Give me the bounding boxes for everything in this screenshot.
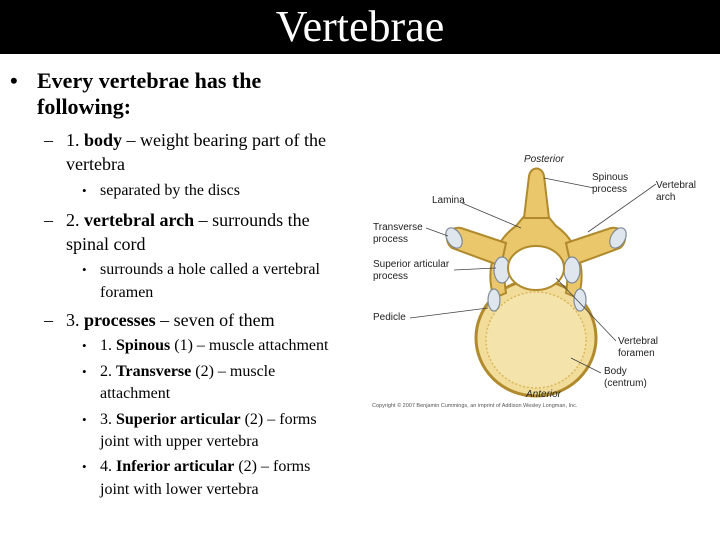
term-spinous: Spinous — [116, 337, 171, 354]
body-sub-text: separated by the discs — [100, 182, 240, 199]
label-foramen-2: foramen — [618, 348, 655, 359]
dash-marker: – — [44, 130, 53, 150]
body-item: 1. body – weight bearing part of the — [66, 128, 326, 152]
process-desc: – muscle — [213, 363, 276, 380]
arch-desc: – surrounds the — [194, 210, 310, 230]
label-transverse-2: process — [373, 234, 408, 245]
pointer-foramen — [555, 277, 617, 342]
dash-marker: – — [44, 210, 53, 230]
label-lamina: Lamina — [432, 195, 465, 206]
process-desc: – muscle attachment — [192, 337, 329, 354]
intro-line-1: Every vertebrae has the — [37, 68, 262, 93]
spinous-process-shape — [522, 167, 551, 219]
slide-title: Vertebrae — [275, 2, 445, 51]
pointer-body — [570, 357, 602, 374]
term-body: body — [84, 130, 123, 150]
pointer-superior — [453, 267, 497, 271]
process-desc-line-2: joint with lower vertebra — [100, 481, 259, 498]
arch-sub-line-1: surrounds a hole called a vertebral — [100, 261, 320, 278]
pointer-transverse — [425, 227, 449, 237]
pointer-arch — [587, 183, 657, 233]
superior-facet-right — [563, 256, 581, 284]
label-arch-2: arch — [656, 192, 675, 203]
arch-item: 2. vertebral arch – surrounds the — [66, 208, 310, 232]
item-number: 3. — [66, 310, 84, 330]
arch-sub-line-2: foramen — [100, 284, 154, 301]
pedicle-facet-right — [573, 288, 587, 312]
label-superior-2: process — [373, 271, 408, 282]
body-desc: – weight bearing part of the — [122, 130, 326, 150]
sub-bullet-marker: • — [82, 183, 87, 198]
process-transverse: 2. Transverse (2) – muscle — [100, 360, 275, 383]
sub-bullet-marker: • — [82, 459, 87, 474]
process-count: (1) — [170, 337, 193, 354]
processes-desc: – seven of them — [155, 310, 275, 330]
pointer-spinous — [543, 177, 595, 189]
body-desc-line-2: vertebra — [66, 154, 125, 174]
vertebra-figure: Posterior Spinous process Vertebral arch… — [366, 148, 706, 413]
vertebral-foramen-shape — [507, 245, 565, 291]
process-count: (2) — [240, 411, 264, 428]
arch-desc-line-2: spinal cord — [66, 234, 146, 254]
sub-bullet-marker: • — [82, 262, 87, 277]
label-foramen-1: Vertebral — [618, 336, 658, 347]
term-vertebral-arch: vertebral arch — [84, 210, 195, 230]
label-pedicle: Pedicle — [373, 312, 406, 323]
term-superior-articular: Superior articular — [116, 411, 241, 428]
item-number: 3. — [100, 411, 116, 428]
label-transverse-1: Transverse — [373, 222, 423, 233]
label-body-1: Body — [604, 366, 627, 377]
transverse-facet-left — [445, 227, 463, 249]
processes-item: 3. processes – seven of them — [66, 308, 275, 332]
process-count: (2) — [234, 458, 257, 475]
label-posterior: Posterior — [524, 154, 565, 165]
vertebral-body-center — [485, 291, 587, 389]
label-body-2: (centrum) — [604, 378, 647, 389]
title-bar — [0, 0, 720, 54]
vertebra-diagram: Posterior Spinous process Vertebral arch… — [372, 154, 696, 409]
item-number: 1. — [100, 337, 116, 354]
transverse-facet-right — [609, 227, 627, 249]
sub-bullet-marker: • — [82, 412, 87, 427]
label-spinous-2: process — [592, 184, 627, 195]
process-desc-line-2: joint with upper vertebra — [100, 433, 259, 450]
label-arch-1: Vertebral — [656, 180, 696, 191]
label-superior-1: Superior articular — [373, 259, 450, 270]
term-inferior-articular: Inferior articular — [116, 458, 235, 475]
intro-line-2: following: — [37, 94, 132, 119]
term-processes: processes — [84, 310, 156, 330]
item-number: 2. — [66, 210, 84, 230]
bullet-marker: • — [10, 68, 18, 93]
label-anterior: Anterior — [525, 389, 562, 400]
sub-bullet-marker: • — [82, 364, 87, 379]
process-superior: 3. Superior articular (2) – forms — [100, 408, 317, 431]
pointer-lamina — [461, 202, 522, 229]
process-desc: – forms — [257, 458, 311, 475]
pointer-pedicle — [409, 307, 489, 319]
process-desc-line-2: attachment — [100, 385, 171, 402]
process-count: (2) — [191, 363, 214, 380]
term-transverse: Transverse — [116, 363, 192, 380]
figure-copyright: Copyright © 2007 Benjamin Cummings, an i… — [372, 402, 578, 409]
process-desc: – forms — [263, 411, 317, 428]
pedicle-facet-left — [487, 288, 501, 312]
sub-bullet-marker: • — [82, 338, 87, 353]
item-number: 2. — [100, 363, 116, 380]
label-spinous-1: Spinous — [592, 172, 628, 183]
item-number: 1. — [66, 130, 84, 150]
process-inferior: 4. Inferior articular (2) – forms — [100, 455, 310, 478]
dash-marker: – — [44, 310, 53, 330]
item-number: 4. — [100, 458, 116, 475]
process-spinous: 1. Spinous (1) – muscle attachment — [100, 334, 328, 357]
